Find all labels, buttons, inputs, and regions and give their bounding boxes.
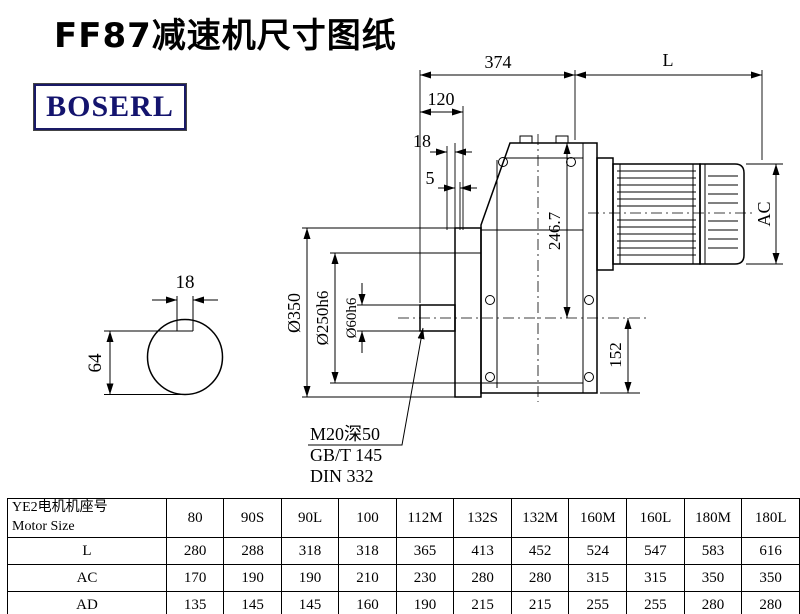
table-cell: 524 (568, 537, 628, 565)
table-cell: 616 (741, 537, 800, 565)
table-cell: 190 (223, 564, 282, 592)
table-cell: 315 (626, 564, 685, 592)
table-cell: 215 (453, 591, 512, 614)
motor-size-table: YE2电机机座号 Motor Size 80 90S 90L 100 112M … (7, 498, 800, 614)
centerlines (398, 134, 756, 402)
table-cell: 280 (165, 537, 225, 565)
dimension-lines (106, 71, 780, 446)
dim-18-label: 18 (413, 131, 431, 151)
dim-374-label: 374 (485, 52, 512, 72)
table-cell: 452 (510, 537, 570, 565)
size-col-header: 160M (568, 498, 628, 538)
table-header-row: YE2电机机座号 Motor Size 80 90S 90L 100 112M … (7, 498, 800, 538)
table-cell: 145 (280, 591, 340, 614)
row-label-AD: AD (7, 591, 167, 614)
table-cell: 280 (741, 591, 800, 614)
motor-fins (617, 170, 696, 256)
key-width-label: 18 (176, 272, 195, 293)
dim-120-label: 120 (428, 89, 455, 109)
dia-60-label: Ø60h6 (344, 297, 360, 338)
size-col-header: 90L (280, 498, 340, 538)
size-col-header: 132M (510, 498, 570, 538)
table-cell: 583 (683, 537, 743, 565)
dim-L-label: L (663, 50, 674, 70)
housing (480, 142, 598, 394)
size-col-header: 180M (683, 498, 743, 538)
motor-flange (596, 157, 614, 271)
table-cell: 547 (626, 537, 685, 565)
table-cell: 280 (453, 564, 512, 592)
dia-350-label: Ø350 (284, 293, 304, 333)
table-cell: 145 (223, 591, 282, 614)
table-cell: 255 (626, 591, 685, 614)
bolt (566, 157, 576, 167)
row-label-L: L (7, 537, 167, 565)
technical-drawing: 374 L 120 18 5 AC 246.7 152 Ø350 Ø250h6 … (85, 50, 783, 486)
thread-note: M20深50 (310, 424, 380, 444)
table-cell: 170 (165, 564, 225, 592)
table-cell: 318 (280, 537, 340, 565)
table-cell: 255 (568, 591, 628, 614)
din-standard-note: DIN 332 (310, 466, 374, 486)
dim-246-label: 246.7 (545, 211, 564, 250)
motor-size-header-en: Motor Size (12, 519, 75, 534)
table-cell: 413 (453, 537, 512, 565)
dim-152-label: 152 (606, 342, 625, 368)
size-col-header: 90S (223, 498, 282, 538)
table-cell: 280 (510, 564, 570, 592)
dimension-labels: 374 L 120 18 5 AC 246.7 152 Ø350 Ø250h6 … (85, 50, 774, 486)
size-col-header: 160L (626, 498, 685, 538)
thread-leader-line (308, 327, 425, 446)
shaft-end-view (146, 296, 224, 396)
size-col-header: 100 (338, 498, 397, 538)
table-row-AD: AD 135 145 145 160 190 215 215 255 255 2… (7, 591, 800, 614)
brand-logo: BOSERL (34, 84, 186, 130)
table-cell: 215 (510, 591, 570, 614)
bolt (498, 157, 508, 167)
dim-5-label: 5 (426, 168, 435, 188)
motor-size-header-cn: YE2电机机座号 (12, 500, 108, 516)
motor-size-header: YE2电机机座号 Motor Size (7, 498, 167, 538)
size-col-header: 80 (165, 498, 225, 538)
table-cell: 160 (338, 591, 397, 614)
table-cell: 318 (338, 537, 397, 565)
bolt (485, 295, 495, 305)
table-cell: 280 (683, 591, 743, 614)
table-row-AC: AC 170 190 190 210 230 280 280 315 315 3… (7, 564, 800, 592)
table-cell: 210 (338, 564, 397, 592)
table-cell: 350 (741, 564, 800, 592)
dim-AC-label: AC (754, 201, 774, 226)
bolt (584, 372, 594, 382)
motor-body (612, 163, 701, 265)
table-cell: 190 (280, 564, 340, 592)
table-cell: 230 (395, 564, 455, 592)
motor (596, 157, 745, 271)
fan-cover (699, 163, 745, 265)
table-cell: 350 (683, 564, 743, 592)
table-cell: 365 (395, 537, 455, 565)
brand-logo-text: BOSERL (46, 90, 174, 123)
table-cell: 288 (223, 537, 282, 565)
bolt (584, 295, 594, 305)
row-label-AC: AC (7, 564, 167, 592)
size-col-header: 132S (453, 498, 512, 538)
key-height-label: 64 (85, 353, 106, 373)
top-bolt (519, 135, 533, 144)
page-title: FF87减速机尺寸图纸 (54, 16, 397, 56)
table-cell: 315 (568, 564, 628, 592)
size-col-header: 112M (395, 498, 455, 538)
fan-cover-grille (708, 175, 738, 249)
table-cell: 190 (395, 591, 455, 614)
table-row-L: L 280 288 318 318 365 413 452 524 547 58… (7, 537, 800, 565)
gb-standard-note: GB/T 145 (310, 445, 382, 465)
table-cell: 135 (165, 591, 225, 614)
size-col-header: 180L (741, 498, 800, 538)
dia-250-label: Ø250h6 (313, 291, 332, 346)
top-bolt (555, 135, 569, 144)
bolt (485, 372, 495, 382)
